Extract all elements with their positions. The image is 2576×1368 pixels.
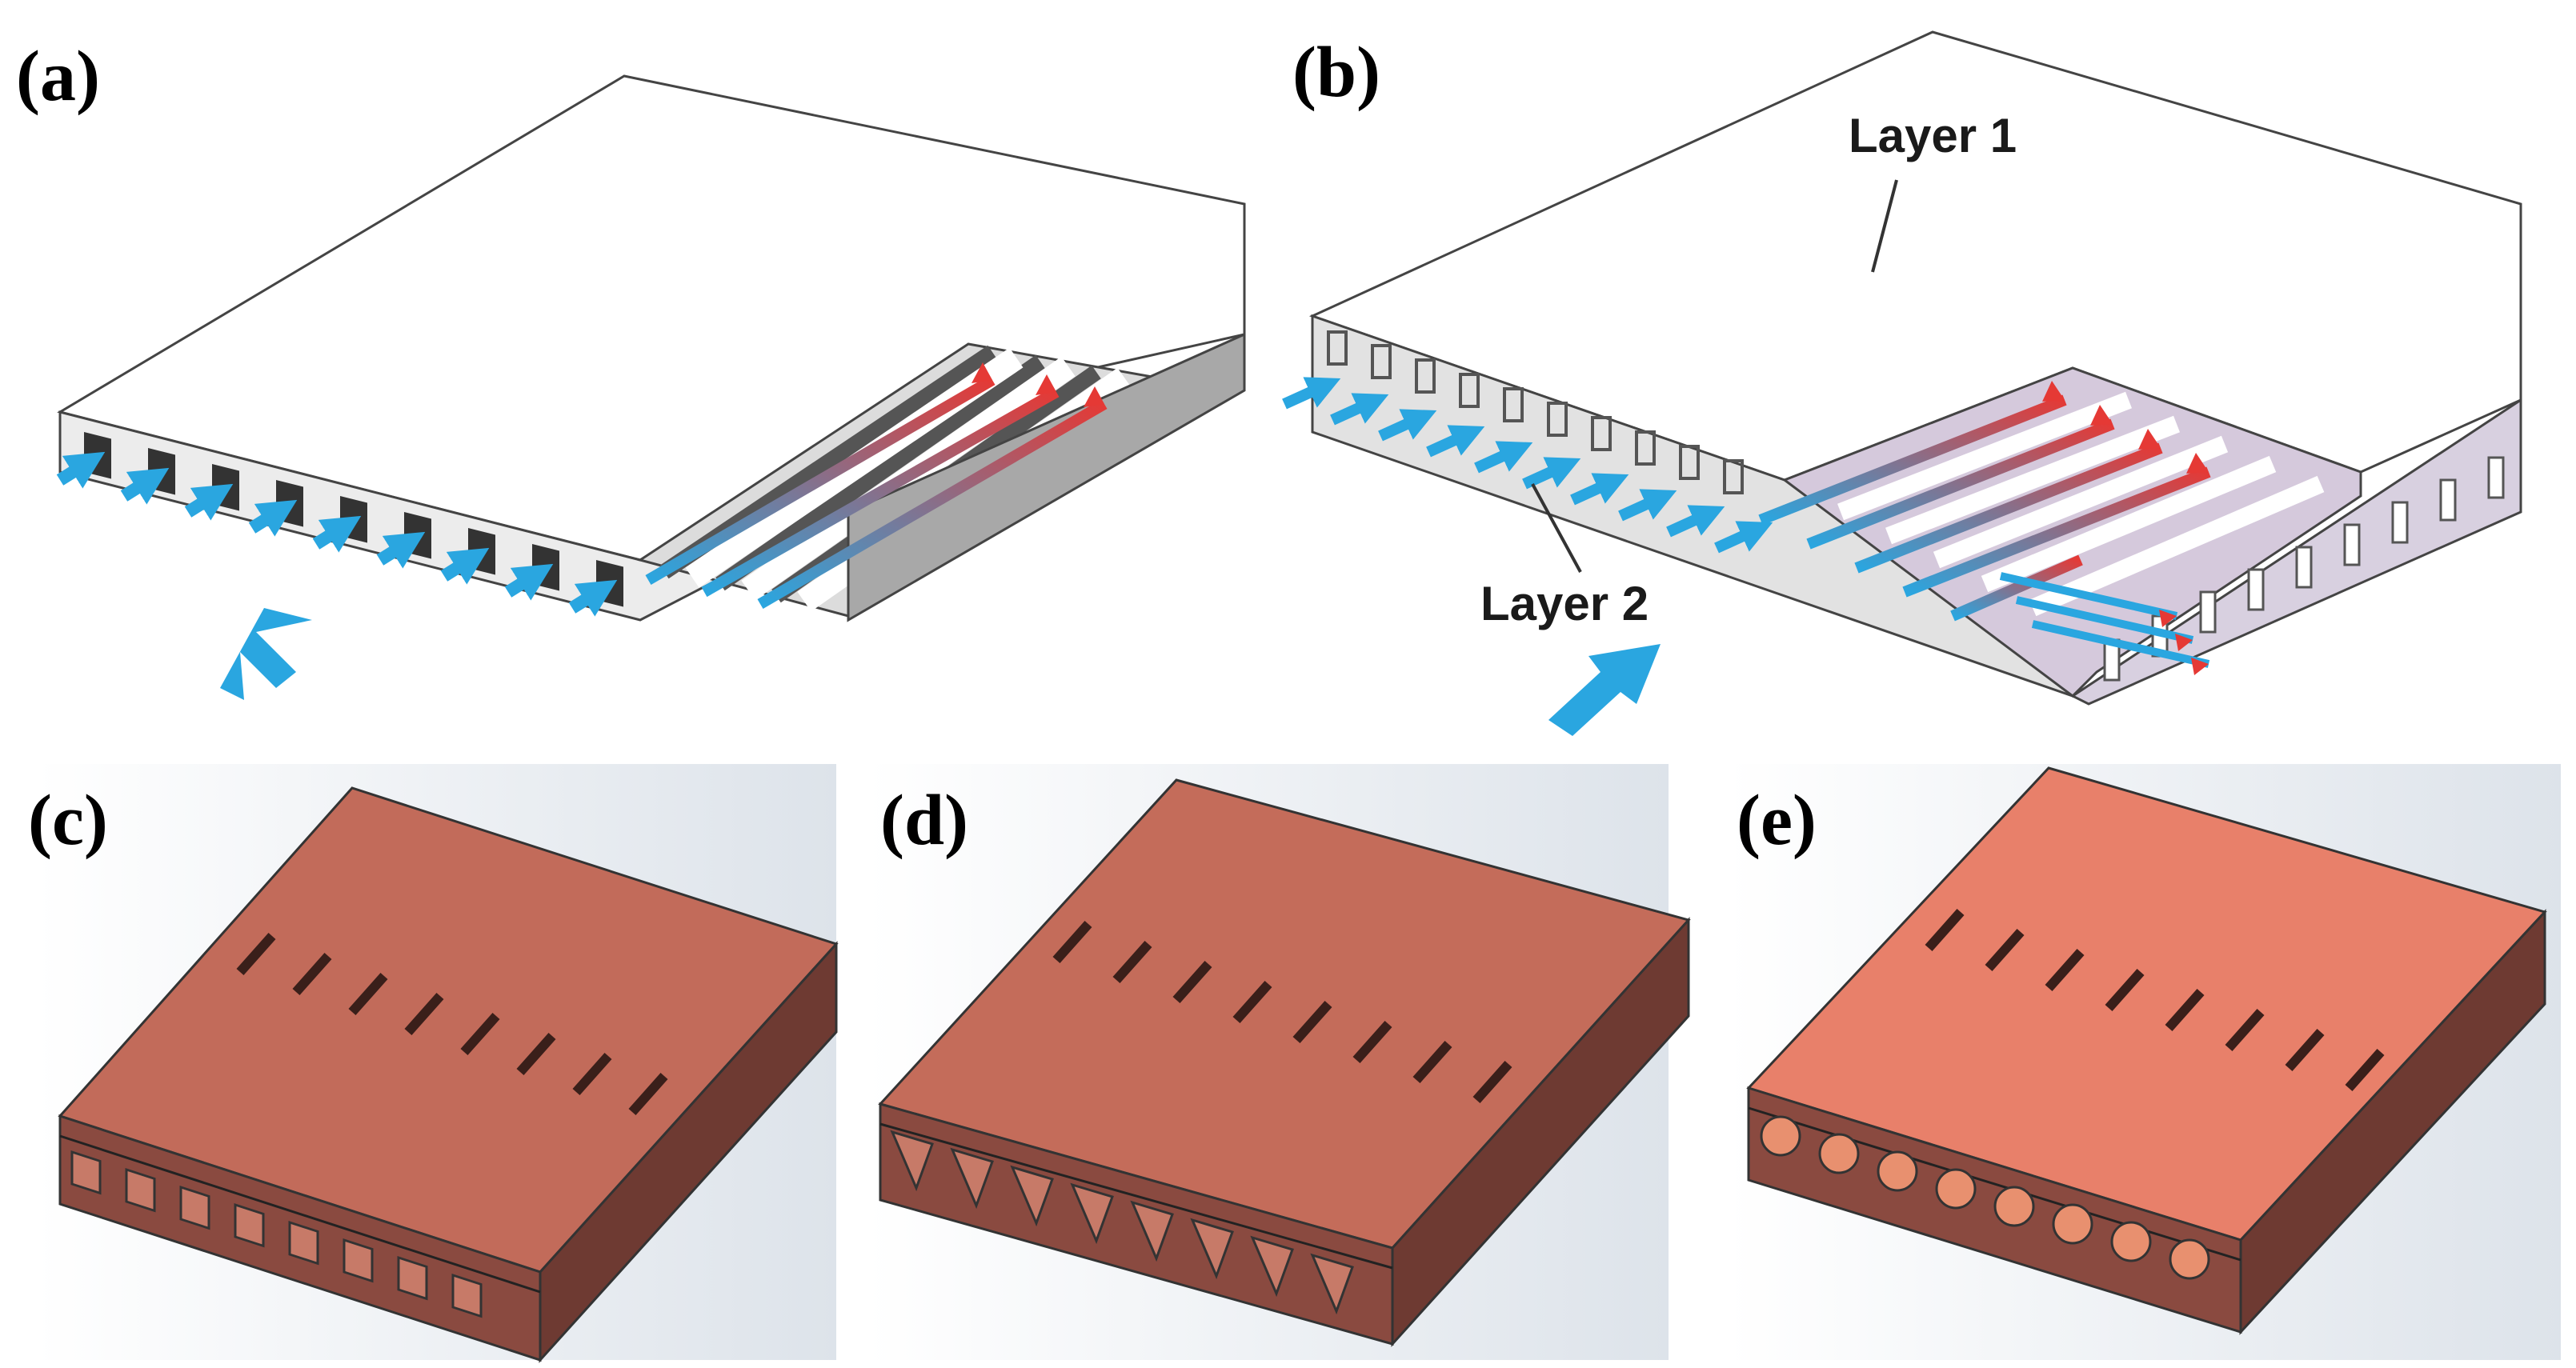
rectangular-channel-openings <box>70 1150 483 1318</box>
panel-a-label: (a) <box>16 37 100 116</box>
layer1-channel-openings <box>1327 330 1744 494</box>
layer-seam-e <box>1748 1106 2241 1262</box>
panel-b-label: (b) <box>1292 33 1380 112</box>
top-inlet-slots-c <box>236 933 668 1115</box>
layer-seam-d <box>879 1122 1393 1270</box>
side-face-c <box>539 941 838 1363</box>
panel-a: (a) <box>16 37 1246 700</box>
side-face <box>847 332 1246 622</box>
layer2-label: Layer 2 <box>1480 577 1649 630</box>
side-face-d <box>1391 917 1690 1347</box>
outflow-arrowheads-b <box>2042 381 2209 474</box>
channel-flow-arrows-b <box>1758 394 2211 622</box>
outflow-arrowheads <box>972 362 1104 407</box>
layer1-label: Layer 1 <box>1849 109 2017 162</box>
inflow-arrows <box>56 451 618 617</box>
flow-direction-arrow-icon <box>1548 644 1661 736</box>
circular-channel-openings <box>1760 1115 2210 1280</box>
layer-seam-c <box>59 1134 541 1294</box>
layer2-leader-line <box>1531 483 1582 573</box>
panel-c: (c) <box>28 764 839 1363</box>
panel-c-label: (c) <box>28 781 108 860</box>
cutaway-fins-b <box>1837 391 2325 617</box>
side-face-e <box>2239 909 2546 1335</box>
layer2-outflow-arrowheads <box>2159 610 2209 675</box>
channel-flow-arrows <box>645 374 1108 610</box>
panel-e-label: (e) <box>1737 781 1817 860</box>
panel-d-label: (d) <box>880 781 968 860</box>
layer1-leader-line <box>1871 179 1898 273</box>
panel-b: (b) <box>1282 30 2522 736</box>
flow-direction-arrow-icon <box>220 608 312 700</box>
panel-e: (e) <box>1729 764 2561 1360</box>
triangular-channel-openings <box>890 1130 1354 1315</box>
top-inlet-slots-e <box>1925 909 2385 1091</box>
inflow-arrows-b <box>1282 377 1773 554</box>
top-inlet-slots-d <box>1052 921 1512 1103</box>
panel-d: (d) <box>868 764 1691 1360</box>
layer2-flow-arrows <box>1999 572 2210 668</box>
